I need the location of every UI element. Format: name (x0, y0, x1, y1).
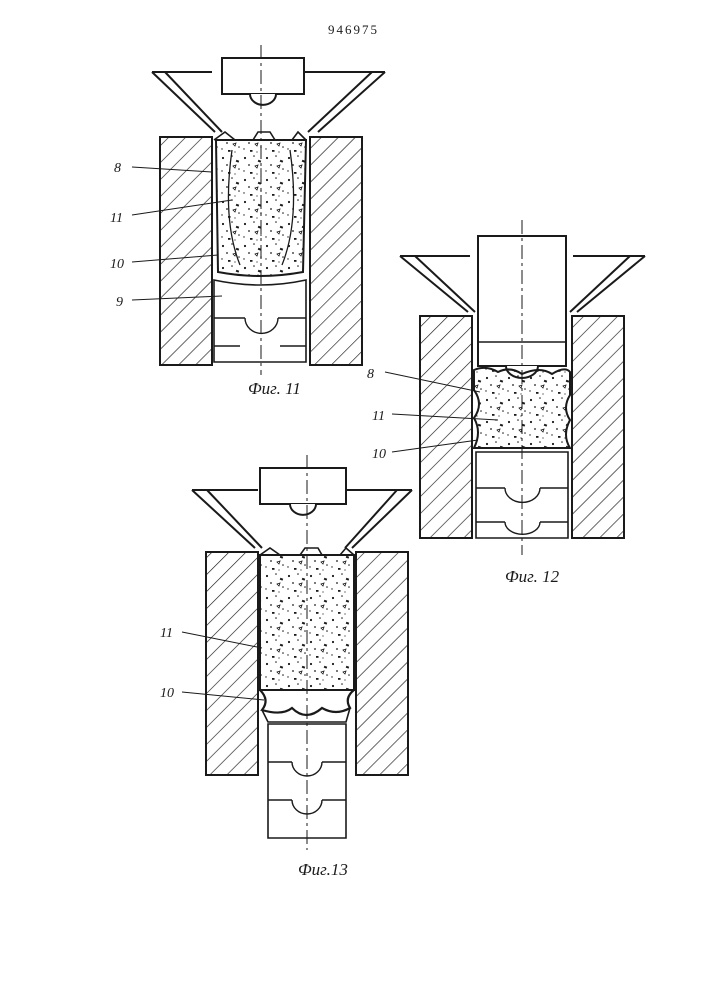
label-10: 10 (160, 686, 174, 701)
figure-13: 11 10 Фиг.13 (160, 455, 412, 879)
figure-12: 8 11 10 Фиг. 12 (367, 220, 645, 586)
figure-11-caption: Фиг. 11 (248, 379, 301, 398)
die-left (420, 316, 472, 538)
die-right (310, 137, 362, 365)
figure-12-caption: Фиг. 12 (505, 567, 560, 586)
label-11: 11 (372, 409, 385, 424)
figure-13-caption: Фиг.13 (298, 860, 348, 879)
punch (260, 468, 346, 504)
figure-11: 8 11 10 9 Фиг. 11 (110, 45, 385, 398)
label-8: 8 (114, 161, 121, 176)
label-11: 11 (160, 626, 173, 641)
die-right (356, 552, 408, 775)
label-10: 10 (372, 447, 386, 462)
punch (222, 58, 304, 94)
label-8: 8 (367, 367, 374, 382)
die-left (206, 552, 258, 775)
lower-billet (214, 280, 306, 362)
label-11: 11 (110, 211, 123, 226)
die-right (572, 316, 624, 538)
label-9: 9 (116, 295, 123, 310)
label-10: 10 (110, 257, 124, 272)
